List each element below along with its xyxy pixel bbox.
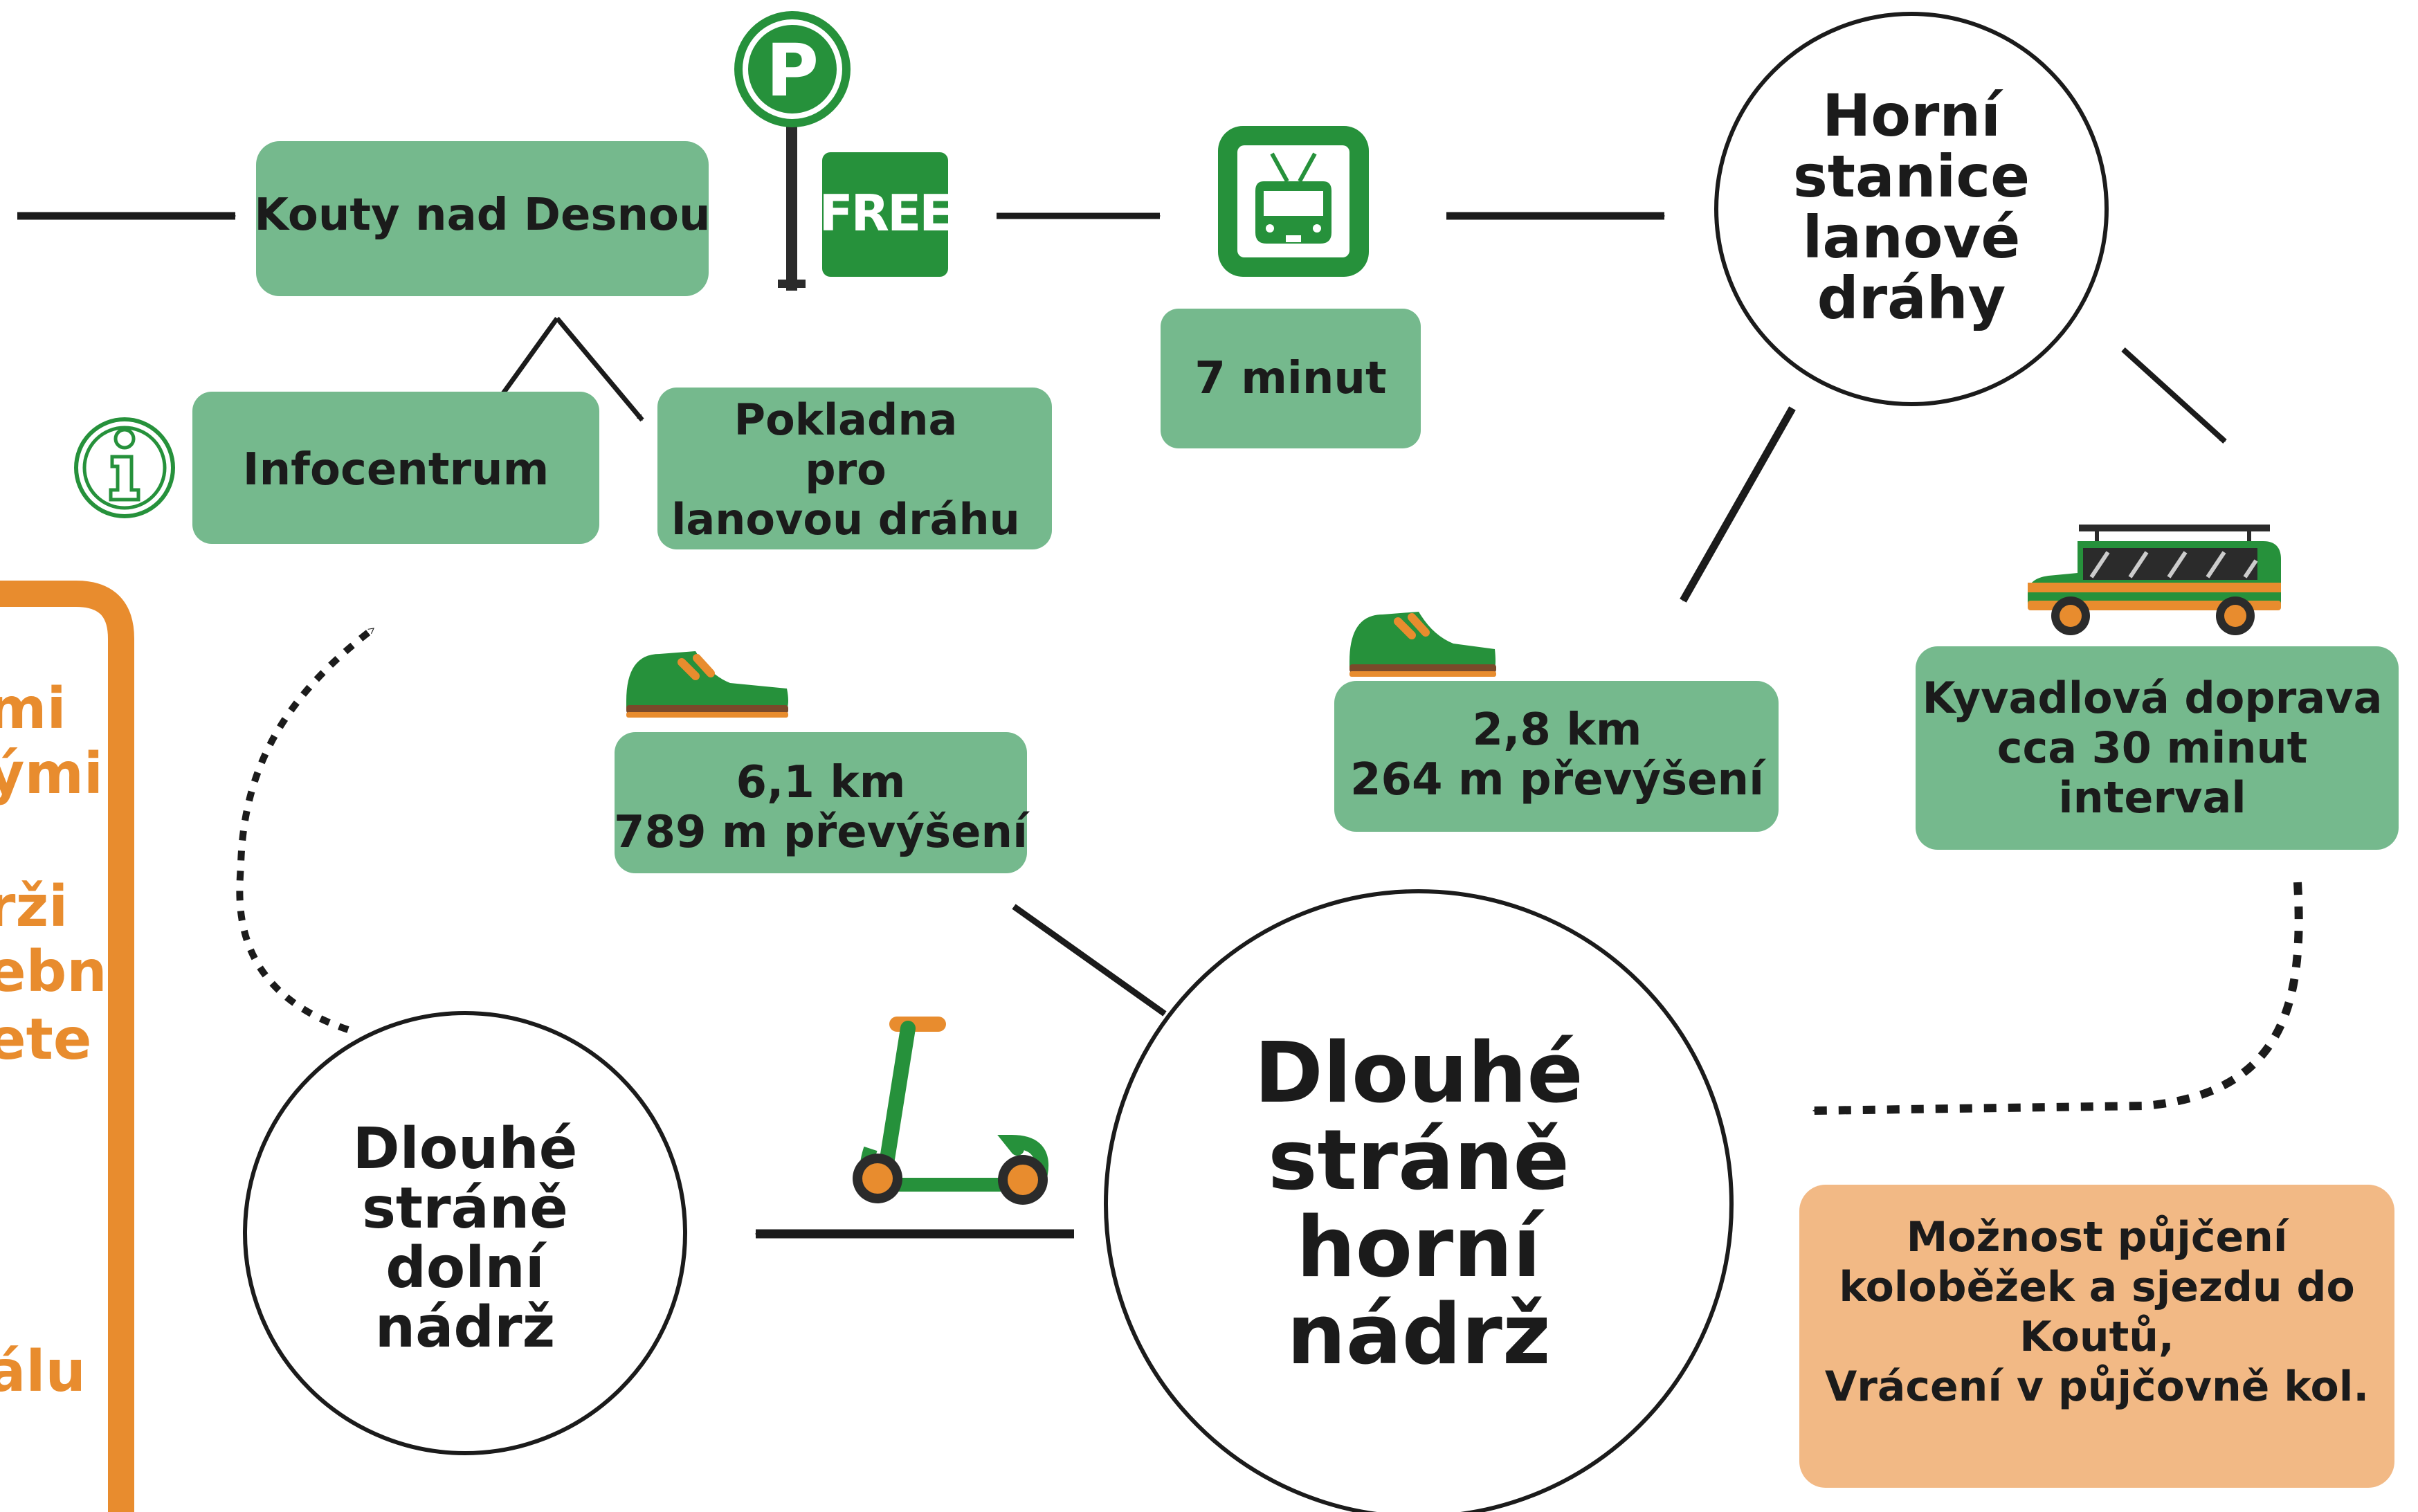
- side-panel-text: ými: [0, 741, 103, 807]
- upper-station-line: stanice: [1793, 143, 2030, 210]
- walk-short-elevation: 264 m převýšení: [1350, 754, 1766, 805]
- side-panel: mi ými rži ební ete álu: [0, 581, 134, 1512]
- upper-station-node: Horní stanice lanové dráhy: [1714, 12, 2109, 406]
- shuttle-node: Kyvadlová doprava cca 30 minut interval: [1916, 646, 2399, 850]
- shuttle-line: interval: [2058, 772, 2246, 823]
- upper-reservoir-circle: [1104, 889, 1734, 1512]
- arrow-to-upper-reservoir: [1012, 904, 1167, 1017]
- shuttle-box: [1916, 646, 2399, 850]
- lower-reservoir-line: nádrž: [375, 1295, 556, 1360]
- scooter-note-box: [1799, 1185, 2394, 1488]
- walk-short-box: [1334, 681, 1779, 832]
- side-panel-text: mi: [0, 676, 66, 742]
- pokladna-box: [657, 388, 1052, 549]
- infocentrum-box: [192, 392, 599, 544]
- pokladna-node: Pokladna pro lanovou dráhu: [657, 388, 1052, 549]
- free-badge: FREE: [819, 152, 954, 277]
- start-node: Kouty nad Desnou: [254, 141, 711, 296]
- infocentrum-node: Infocentrum: [192, 392, 599, 544]
- upper-reservoir-line: nádrž: [1287, 1287, 1550, 1383]
- upper-reservoir-line: Dlouhé: [1254, 1026, 1583, 1122]
- walk-short-node: 2,8 km 264 m převýšení: [1334, 681, 1779, 832]
- walk-long-box: [615, 732, 1027, 873]
- scooter-note-line: Možnost půjčení: [1907, 1213, 2290, 1261]
- scooter-note: Možnost půjčení koloběžek a sjezdu do Ko…: [1799, 1185, 2394, 1488]
- dotted-arrow-shuttle: [1812, 882, 2303, 1115]
- start-label: Kouty nad Desnou: [254, 190, 710, 241]
- arrow-to-walk-short: [1680, 406, 1796, 603]
- upper-station-line: Horní: [1822, 82, 2003, 149]
- scooter-icon: [853, 1017, 1049, 1205]
- start-box: [256, 141, 709, 296]
- dotted-arrow-return: [236, 626, 376, 1033]
- shoe-icon: [1349, 612, 1496, 677]
- shuttle-line: Kyvadlová doprava: [1922, 673, 2383, 723]
- lower-reservoir-node: Dlouhé stráně dolní nádrž: [243, 1011, 687, 1455]
- cableway-duration: 7 minut: [1194, 353, 1386, 404]
- infocentrum-label: Infocentrum: [243, 444, 549, 495]
- arrows: [17, 212, 2303, 1239]
- arrow-to-shuttle: [2121, 347, 2227, 444]
- upper-reservoir-line: horní: [1296, 1200, 1545, 1296]
- shuttle-line: cca 30 minut: [1997, 722, 2308, 773]
- walk-long-distance: 6,1 km: [736, 757, 906, 808]
- free-label: FREE: [819, 184, 952, 242]
- scooter-note-line: koloběžek a sjezdu do: [1839, 1263, 2354, 1311]
- cable-car-icon: [1218, 126, 1369, 277]
- cableway-duration-box: [1161, 309, 1421, 448]
- scooter-note-line: Vrácení v půjčovně kol.: [1825, 1363, 2369, 1411]
- parking-letter: P: [766, 28, 819, 113]
- upper-station-line: lanové: [1803, 203, 2021, 271]
- info-icon: [74, 417, 175, 518]
- pokladna-line: Pokladna: [734, 394, 958, 445]
- lower-reservoir-line: stráně: [362, 1176, 568, 1241]
- upper-reservoir-line: stráně: [1268, 1113, 1570, 1209]
- side-panel-text: álu: [0, 1339, 86, 1405]
- bus-icon: [2028, 525, 2281, 635]
- pokladna-line: pro: [805, 444, 887, 495]
- arrow-to-pokladna: [555, 316, 644, 422]
- walk-long-elevation: 789 m převýšení: [614, 807, 1030, 858]
- walk-short-distance: 2,8 km: [1473, 704, 1642, 756]
- parking-sign-icon: P: [734, 11, 851, 291]
- side-panel-text: rži: [0, 874, 68, 940]
- shoe-icon: [626, 651, 788, 718]
- upper-reservoir-node: Dlouhé stráně horní nádrž: [1104, 889, 1734, 1512]
- side-panel-text: ební: [0, 939, 129, 1005]
- pokladna-line: lanovou dráhu: [671, 494, 1020, 545]
- upper-station-line: dráhy: [1817, 264, 2006, 332]
- cableway-duration-node: 7 minut: [1161, 309, 1421, 448]
- scooter-note-line: Koutů,: [2019, 1313, 2174, 1361]
- upper-station-circle: [1714, 12, 2109, 406]
- lower-reservoir-line: dolní: [385, 1235, 547, 1301]
- side-panel-border: [0, 581, 134, 1512]
- walk-long-node: 6,1 km 789 m převýšení: [614, 732, 1030, 873]
- lower-reservoir-circle: [243, 1011, 687, 1455]
- lower-reservoir-line: Dlouhé: [353, 1116, 578, 1182]
- side-panel-text: ete: [0, 1007, 91, 1073]
